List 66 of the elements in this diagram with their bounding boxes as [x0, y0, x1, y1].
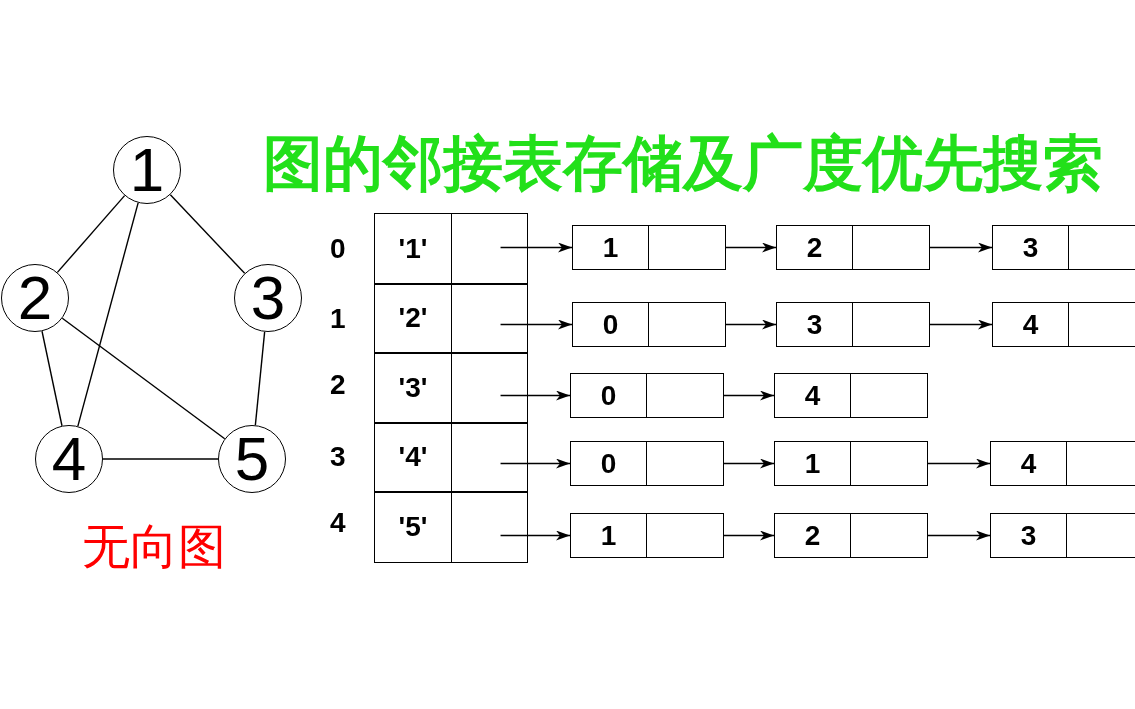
graph-edge: [41, 330, 63, 427]
list-node: [570, 513, 724, 558]
data-field: 1: [573, 226, 649, 269]
graph-edge: [169, 194, 246, 274]
caption: 无向图: [82, 520, 226, 573]
data-field: 0: [571, 442, 647, 485]
vertex-cell: '3': [374, 352, 452, 424]
row-index: 3: [330, 441, 346, 473]
arrow: [499, 530, 571, 541]
pointer-cell: [450, 213, 528, 285]
row-index: 0: [330, 233, 346, 265]
pointer-cell: [450, 491, 528, 563]
row-index: 4: [330, 507, 346, 539]
title: 图的邻接表存储及广度优先搜索: [263, 130, 1103, 196]
data-field: 1: [571, 514, 647, 557]
vertex-cell: '4': [374, 422, 452, 493]
list-node: [774, 441, 928, 486]
graph-edge: [61, 317, 226, 440]
data-field: 3: [777, 303, 853, 346]
graph-edge: [102, 458, 219, 460]
vertex-cell: '2': [374, 283, 452, 354]
data-field: 1: [775, 442, 851, 485]
pointer-cell: [450, 422, 528, 493]
list-node: [776, 302, 930, 347]
arrow: [723, 390, 775, 401]
arrow: [499, 390, 571, 401]
list-node: [992, 225, 1135, 270]
arrow: [723, 458, 775, 469]
list-node: [990, 441, 1135, 486]
list-node: [572, 225, 726, 270]
list-node: [992, 302, 1135, 347]
pointer-cell: [450, 352, 528, 424]
arrow: [725, 319, 777, 330]
arrow: [499, 242, 573, 253]
list-node: [776, 225, 930, 270]
data-field: 2: [775, 514, 851, 557]
data-field: 2: [777, 226, 853, 269]
row-index: 1: [330, 303, 346, 335]
data-field: 4: [993, 303, 1069, 346]
data-field: 4: [991, 442, 1067, 485]
list-node: [774, 513, 928, 558]
graph-edge: [56, 194, 126, 274]
graph-edge: [77, 202, 139, 427]
data-field: 0: [573, 303, 649, 346]
list-node: [990, 513, 1135, 558]
data-field: 0: [571, 374, 647, 417]
vertex-cell: '1': [374, 213, 452, 285]
data-field: 3: [991, 514, 1067, 557]
data-field: 3: [993, 226, 1069, 269]
arrow: [929, 242, 993, 253]
row-index: 2: [330, 369, 346, 401]
arrow: [927, 458, 991, 469]
arrow: [499, 458, 571, 469]
list-node: [570, 373, 724, 418]
arrow: [723, 530, 775, 541]
arrow: [499, 319, 573, 330]
pointer-cell: [450, 283, 528, 354]
data-field: 4: [775, 374, 851, 417]
list-node: [572, 302, 726, 347]
list-node: [774, 373, 928, 418]
arrow: [725, 242, 777, 253]
arrow: [929, 319, 993, 330]
vertex-cell: '5': [374, 491, 452, 563]
list-node: [570, 441, 724, 486]
arrow: [927, 530, 991, 541]
graph-edge: [254, 331, 266, 426]
